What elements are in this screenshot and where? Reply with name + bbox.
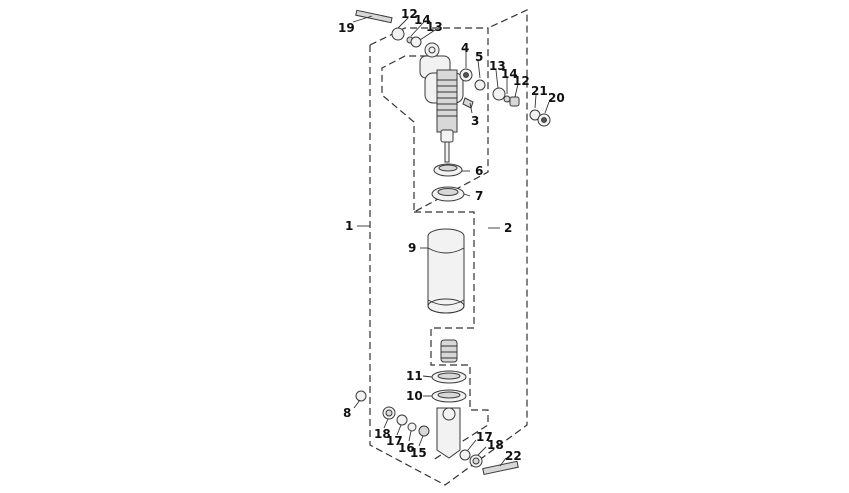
callout-15: 15 xyxy=(410,446,427,460)
lower-parts xyxy=(431,339,467,459)
spring xyxy=(427,228,465,314)
callout-5: 5 xyxy=(475,50,483,64)
callout-1: 1 xyxy=(345,219,353,233)
lower-right-hardware xyxy=(459,449,519,476)
callout-3: 3 xyxy=(471,114,479,128)
assembly-1-outline xyxy=(369,9,528,486)
callout-7: 7 xyxy=(475,189,483,203)
callout-labels: 19 12 14 13 4 5 13 14 12 21 20 3 6 7 1 2… xyxy=(338,7,565,463)
callout-21: 21 xyxy=(531,84,548,98)
lower-left-hardware xyxy=(355,390,430,437)
shock-absorber-body xyxy=(419,42,464,163)
leader-lines xyxy=(352,15,550,467)
spring-seats xyxy=(431,163,465,202)
callout-14: 14 xyxy=(414,13,431,27)
callout-13: 13 xyxy=(426,20,443,34)
callout-17: 17 xyxy=(386,434,403,448)
callout-18: 18 xyxy=(374,427,391,441)
callout-20: 20 xyxy=(548,91,565,105)
callout-16: 16 xyxy=(398,441,415,455)
callout-19: 19 xyxy=(338,21,355,35)
callout-14: 14 xyxy=(501,67,518,81)
callout-9: 9 xyxy=(408,241,416,255)
callout-12: 12 xyxy=(401,7,418,21)
callout-11: 11 xyxy=(406,369,423,383)
callout-2: 2 xyxy=(504,221,512,235)
callout-4: 4 xyxy=(461,41,469,55)
assembly-2-outline xyxy=(369,27,489,214)
callout-17: 17 xyxy=(476,430,493,444)
inner-lower-outline xyxy=(414,211,489,461)
callout-18: 18 xyxy=(487,438,504,452)
callout-6: 6 xyxy=(475,164,483,178)
callout-8: 8 xyxy=(343,406,351,420)
callout-13: 13 xyxy=(489,59,506,73)
callout-22: 22 xyxy=(505,449,522,463)
upper-hardware xyxy=(355,9,551,127)
callout-12: 12 xyxy=(513,74,530,88)
callout-10: 10 xyxy=(406,389,423,403)
